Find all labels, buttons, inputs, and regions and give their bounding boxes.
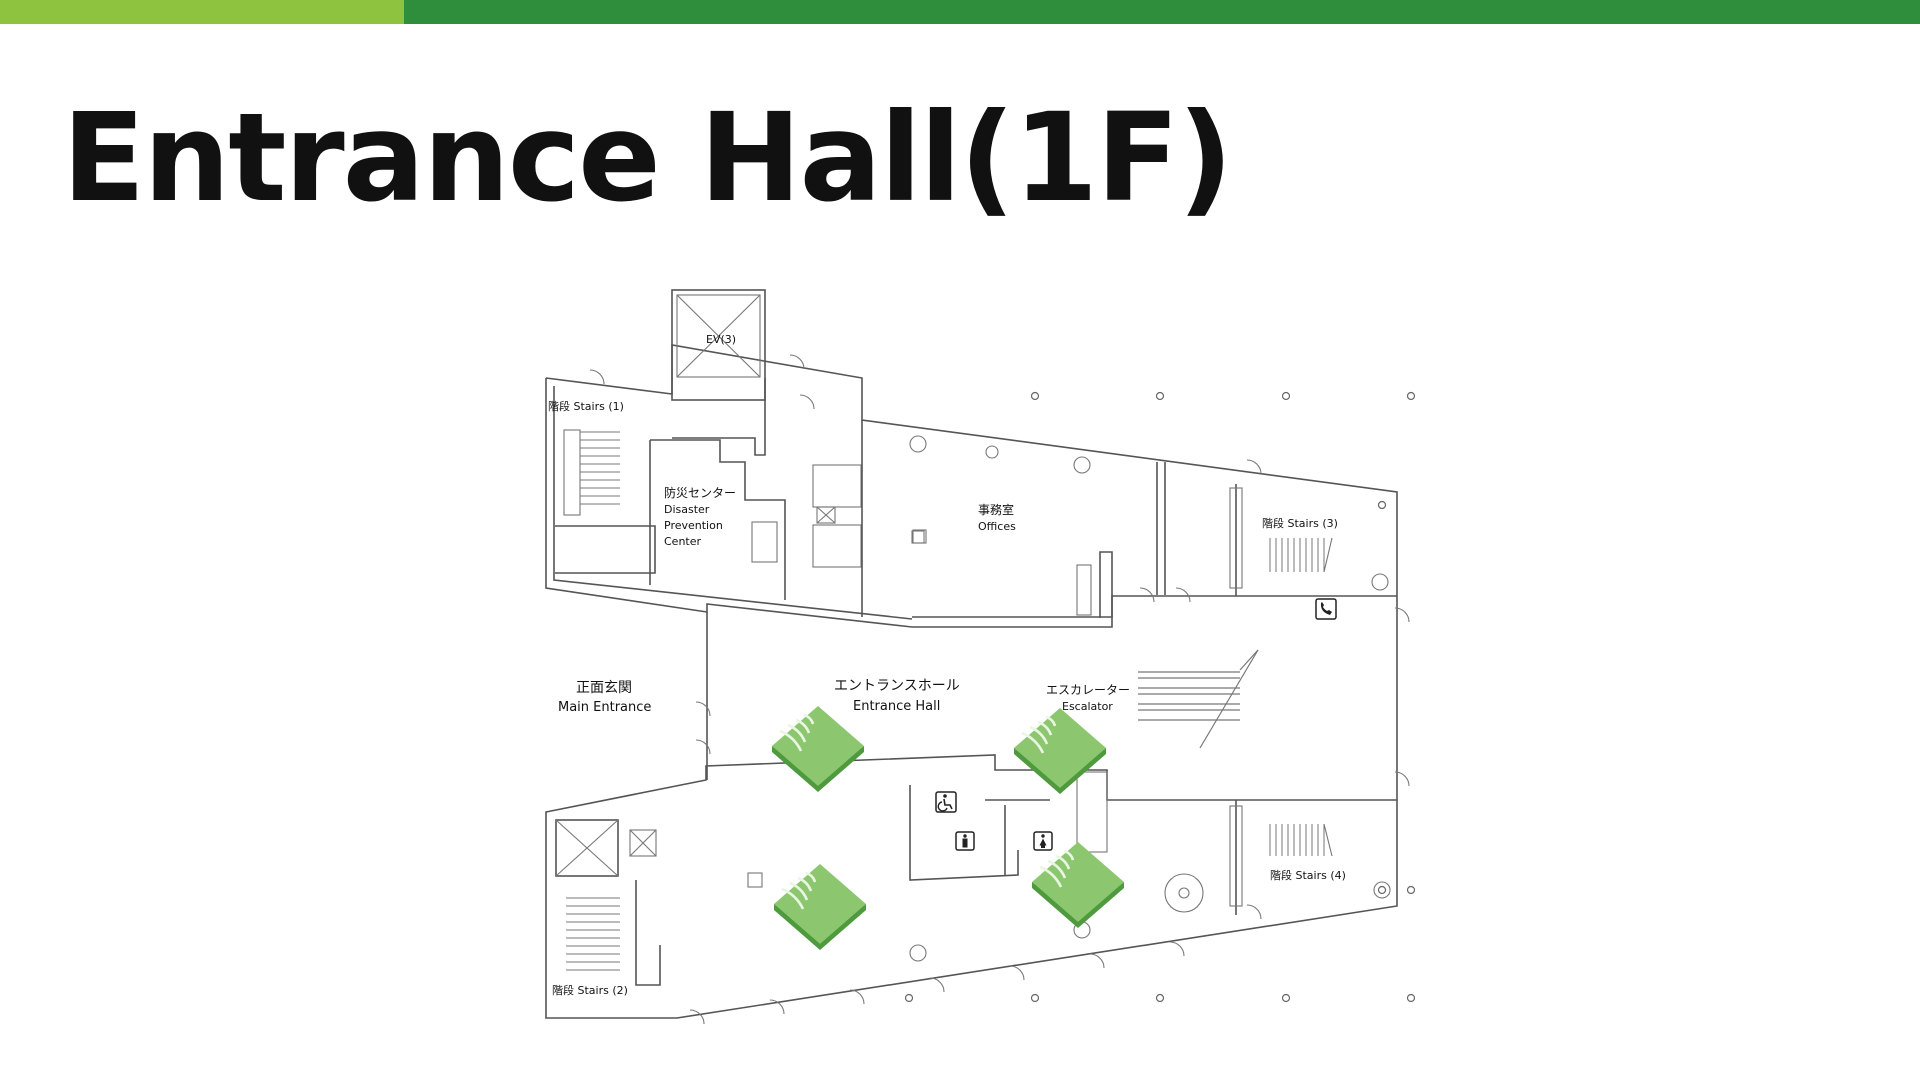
label-main-jp: 正面玄関 — [576, 679, 632, 696]
sensor-layer — [770, 704, 1126, 952]
wireless-sensor-icon — [1012, 706, 1108, 796]
label-disaster-en1: Disaster — [664, 503, 710, 516]
label-stairs-2: 階段 Stairs (2) — [552, 983, 628, 997]
wireless-sensor-icon — [772, 862, 868, 952]
building-walls — [545, 289, 1410, 1025]
wheelchair-icon — [935, 791, 957, 813]
label-hall-jp: エントランスホール — [834, 678, 960, 694]
accent-bar-light — [0, 0, 404, 24]
restroom-icon — [1033, 831, 1053, 851]
page-title: Entrance Hall(1F) — [62, 87, 1233, 229]
label-ev3: EV(3) — [706, 333, 736, 346]
label-stairs-3: 階段 Stairs (3) — [1262, 516, 1338, 530]
top-accent-bar — [0, 0, 1920, 24]
room-labels: EV(3) 階段 Stairs (1) 防災センター Disaster Prev… — [548, 333, 1346, 997]
wireless-sensor-icon — [770, 704, 866, 794]
restroom-icon — [955, 831, 975, 851]
label-esc-jp: エスカレーター — [1046, 683, 1130, 697]
label-hall-en: Entrance Hall — [853, 699, 940, 714]
label-disaster-jp: 防災センター — [664, 485, 736, 500]
label-esc-en: Escalator — [1062, 700, 1113, 713]
accent-bar-dark — [404, 0, 1920, 24]
label-main-en: Main Entrance — [558, 700, 651, 715]
label-offices-jp: 事務室 — [978, 502, 1014, 517]
wireless-sensor-icon — [1030, 840, 1126, 930]
phone-icon — [1315, 598, 1337, 620]
label-disaster-en3: Center — [664, 535, 702, 548]
label-offices-en: Offices — [978, 520, 1016, 533]
label-stairs-4: 階段 Stairs (4) — [1270, 868, 1346, 882]
label-disaster-en2: Prevention — [664, 519, 723, 532]
label-stairs-1: 階段 Stairs (1) — [548, 399, 624, 413]
